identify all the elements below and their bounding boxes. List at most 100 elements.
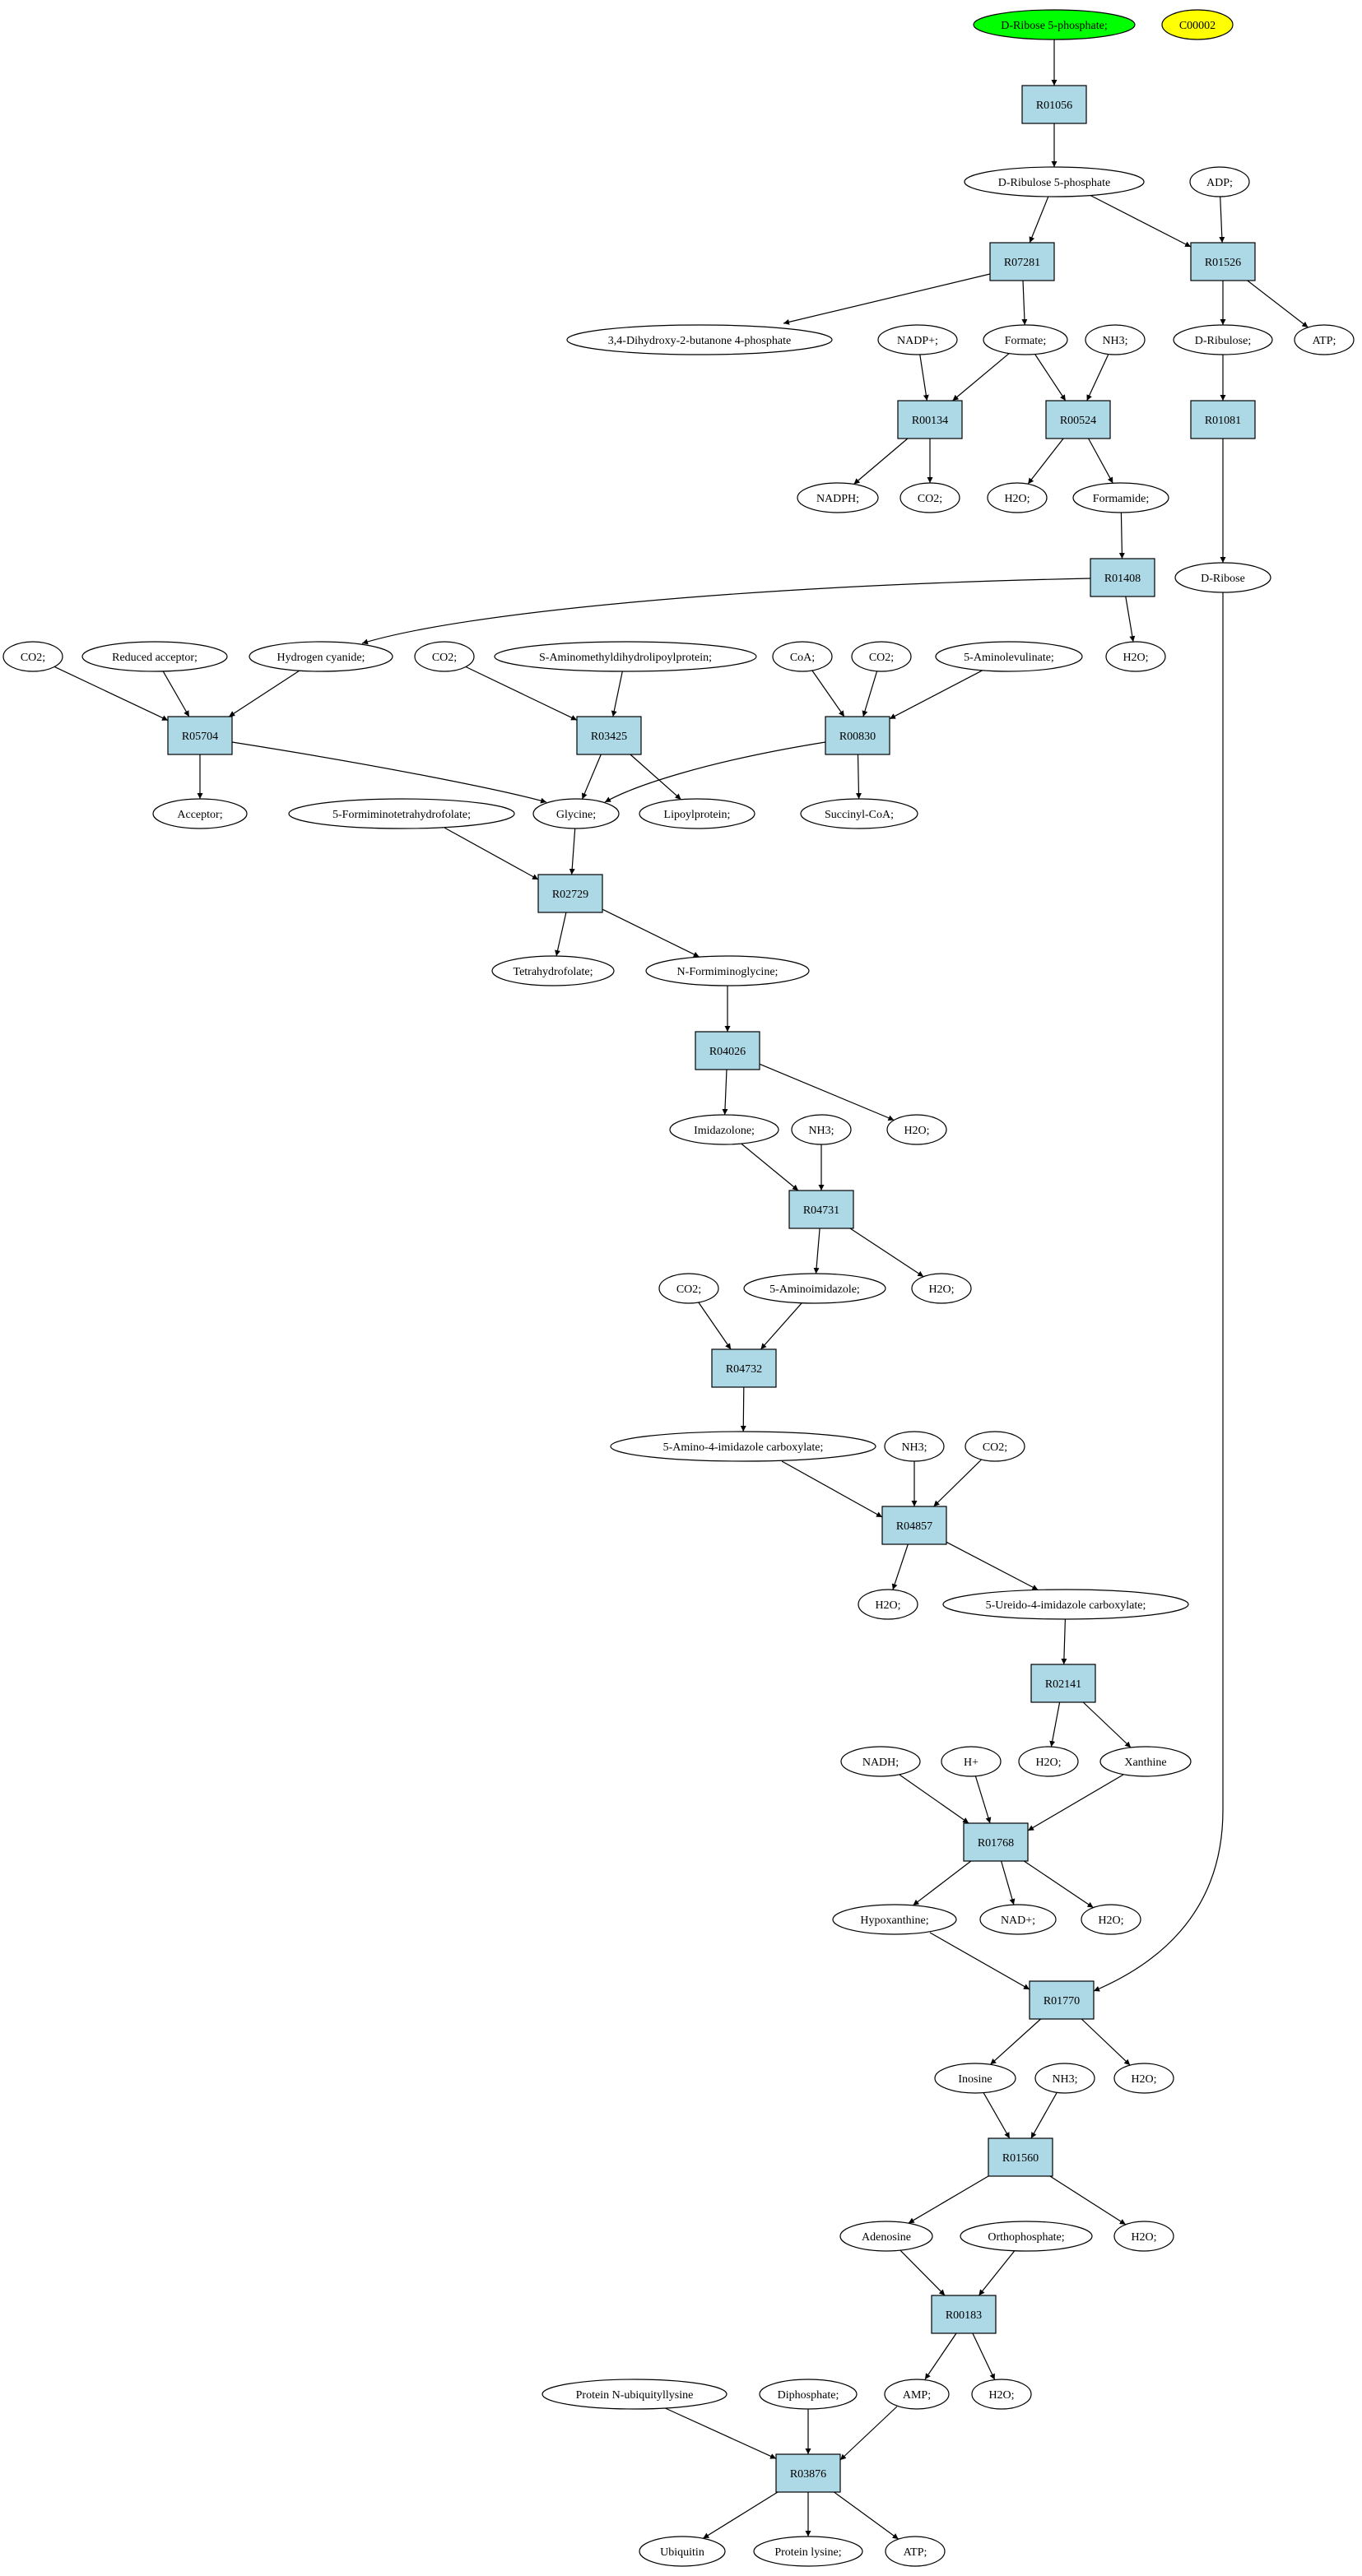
reaction-node-r_R05704[interactable]: R05704 — [167, 716, 233, 755]
reaction-node-r_R01408[interactable]: R01408 — [1090, 558, 1155, 597]
edge-r_R01560-to-n_h2o_9 — [1049, 2175, 1127, 2226]
compound-node-n_glycine[interactable]: Glycine; — [532, 798, 620, 829]
compound-node-n_aminolevulinate[interactable]: 5-Aminolevulinate; — [935, 641, 1083, 672]
edge-n_co2_5-to-r_R04732 — [698, 1302, 732, 1350]
node-label: R05704 — [182, 731, 218, 743]
compound-node-n_dihydroxy[interactable]: 3,4-Dihydroxy-2-butanone 4-phosphate — [566, 324, 833, 355]
compound-node-n_adenosine[interactable]: Adenosine — [839, 2221, 933, 2252]
compound-node-n_co2_1[interactable]: CO2; — [899, 482, 960, 513]
reaction-node-r_R04857[interactable]: R04857 — [881, 1506, 947, 1545]
compound-node-n_formamide[interactable]: Formamide; — [1072, 482, 1169, 513]
node-label: 5-Amino-4-imidazole carboxylate; — [663, 1441, 824, 1454]
compound-node-n_s_amino[interactable]: S-Aminomethyldihydrolipoylprotein; — [494, 641, 757, 672]
node-label: R04857 — [896, 1520, 932, 1533]
compound-node-n_succinyl[interactable]: Succinyl-CoA; — [800, 798, 918, 829]
reaction-node-r_R00183[interactable]: R00183 — [931, 2295, 997, 2334]
compound-node-n_lipoylprotein[interactable]: Lipoylprotein; — [639, 798, 755, 829]
compound-node-n_nformimino[interactable]: N-Formiminoglycine; — [645, 955, 810, 986]
reaction-node-r_R01770[interactable]: R01770 — [1029, 1980, 1095, 2020]
compound-node-n_imidazolone[interactable]: Imidazolone; — [669, 1114, 779, 1145]
compound-node-n_nadplus[interactable]: NAD+; — [979, 1904, 1057, 1935]
edge-r_R04857-to-n_ureido — [946, 1541, 1039, 1591]
node-label: R01081 — [1205, 415, 1241, 427]
reaction-node-r_R07281[interactable]: R07281 — [989, 242, 1055, 281]
reaction-node-r_R00134[interactable]: R00134 — [897, 400, 963, 439]
compound-node-n_thf[interactable]: Tetrahydrofolate; — [491, 955, 615, 986]
compound-node-n_d_ribulose5p[interactable]: D-Ribulose 5-phosphate — [964, 166, 1145, 197]
compound-node-n_hplus[interactable]: H+ — [941, 1746, 1002, 1777]
edge-r_R02141-to-n_h2o_6 — [1049, 1701, 1061, 1748]
compound-node-n_amp[interactable]: AMP; — [884, 2379, 950, 2410]
compound-node-n_atp_2[interactable]: ATP; — [885, 2536, 946, 2567]
compound-node-n_atp_1[interactable]: ATP; — [1294, 324, 1355, 355]
compound-node-n_nh3_4[interactable]: NH3; — [1034, 2063, 1095, 2094]
compound-node-n_co2_2[interactable]: CO2; — [2, 641, 63, 672]
compound-node-n_nadpplus[interactable]: NADP+; — [877, 324, 958, 355]
compound-node-n_aminoimidazole[interactable]: 5-Aminoimidazole; — [743, 1273, 886, 1304]
compound-node-n_orthophosphate[interactable]: Orthophosphate; — [960, 2221, 1093, 2252]
reaction-node-r_R02141[interactable]: R02141 — [1030, 1664, 1096, 1703]
compound-node-n_protein_nubq[interactable]: Protein N-ubiquityllysine — [542, 2379, 727, 2410]
reaction-node-r_R04026[interactable]: R04026 — [695, 1031, 760, 1070]
compound-node-n_h2o_8[interactable]: H2O; — [1113, 2063, 1174, 2094]
compound-node-n_d_ribulose[interactable]: D-Ribulose; — [1173, 324, 1273, 355]
node-label: R01526 — [1205, 257, 1241, 269]
compound-node-n_start[interactable]: D-Ribose 5-phosphate; — [973, 9, 1136, 40]
compound-ellipse — [566, 324, 833, 355]
reaction-node-r_R01056[interactable]: R01056 — [1021, 85, 1087, 124]
compound-node-n_nh3_3[interactable]: NH3; — [884, 1431, 945, 1462]
compound-ellipse — [1018, 1746, 1079, 1777]
compound-node-n_reduced_acceptor[interactable]: Reduced acceptor; — [81, 641, 228, 672]
compound-node-n_h2o_3[interactable]: H2O; — [886, 1114, 947, 1145]
compound-node-n_co2_3[interactable]: CO2; — [414, 641, 475, 672]
compound-node-n_d_ribose[interactable]: D-Ribose — [1174, 562, 1271, 593]
compound-ellipse — [639, 2536, 726, 2567]
reaction-node-r_R01526[interactable]: R01526 — [1190, 242, 1256, 281]
compound-node-n_acceptor[interactable]: Acceptor; — [152, 798, 248, 829]
reaction-node-r_R01560[interactable]: R01560 — [988, 2137, 1053, 2177]
compound-node-n_formate[interactable]: Formate; — [983, 324, 1068, 355]
compound-node-n_nadph[interactable]: NADPH; — [797, 482, 879, 513]
compound-node-n_coa[interactable]: CoA; — [772, 641, 833, 672]
compound-node-n_co2_5[interactable]: CO2; — [658, 1273, 719, 1304]
reaction-node-r_R01768[interactable]: R01768 — [963, 1822, 1029, 1862]
compound-node-n_h2o_10[interactable]: H2O; — [971, 2379, 1032, 2410]
reaction-node-r_R00524[interactable]: R00524 — [1045, 400, 1111, 439]
compound-node-n_ubiquitin[interactable]: Ubiquitin — [639, 2536, 726, 2567]
nodes-layer: D-Ribose 5-phosphate; C00002R01056D-Ribul… — [2, 9, 1355, 2567]
compound-node-n_forminotetra[interactable]: 5-Formiminotetrahydrofolate; — [288, 798, 515, 829]
compound-ellipse — [1085, 324, 1146, 355]
compound-node-n_nh3_1[interactable]: NH3; — [1085, 324, 1146, 355]
node-label: S-Aminomethyldihydrolipoylprotein; — [539, 652, 712, 664]
compound-node-n_nadh[interactable]: NADH; — [840, 1746, 921, 1777]
reaction-node-r_R01081[interactable]: R01081 — [1190, 400, 1256, 439]
compound-node-n_ureido[interactable]: 5-Ureido-4-imidazole carboxylate; — [942, 1589, 1189, 1620]
compound-node-n_co2_4[interactable]: CO2; — [851, 641, 912, 672]
compound-node-n_h2o_2[interactable]: H2O; — [1105, 641, 1166, 672]
compound-node-n_h2o_6[interactable]: H2O; — [1018, 1746, 1079, 1777]
compound-node-n_hcn[interactable]: Hydrogen cyanide; — [249, 641, 393, 672]
compound-node-n_h2o_1[interactable]: H2O; — [987, 482, 1048, 513]
compound-node-n_aica[interactable]: 5-Amino-4-imidazole carboxylate; — [610, 1431, 876, 1462]
reaction-node-r_R00830[interactable]: R00830 — [825, 716, 890, 755]
reaction-box — [897, 400, 963, 439]
compound-node-n_h2o_9[interactable]: H2O; — [1113, 2221, 1174, 2252]
compound-node-n_protein_lysine[interactable]: Protein lysine; — [753, 2536, 863, 2567]
compound-node-n_xanthine[interactable]: Xanthine — [1099, 1746, 1192, 1777]
compound-node-n_diphosphate[interactable]: Diphosphate; — [759, 2379, 858, 2410]
compound-node-n_h2o_4[interactable]: H2O; — [911, 1273, 972, 1304]
compound-node-n_adp[interactable]: ADP; — [1189, 166, 1250, 197]
compound-node-n_nh3_2[interactable]: NH3; — [791, 1114, 852, 1145]
reaction-node-r_R04732[interactable]: R04732 — [711, 1348, 777, 1388]
compound-ellipse — [1113, 2063, 1174, 2094]
compound-node-n_co2_6[interactable]: CO2; — [965, 1431, 1025, 1462]
reaction-node-r_R03425[interactable]: R03425 — [576, 716, 642, 755]
reaction-node-r_R04731[interactable]: R04731 — [788, 1190, 854, 1229]
reaction-node-r_R02729[interactable]: R02729 — [537, 874, 603, 913]
reaction-node-r_R03876[interactable]: R03876 — [775, 2453, 841, 2493]
compound-node-n_h2o_5[interactable]: H2O; — [858, 1589, 918, 1620]
compound-node-n_c00002[interactable]: C00002 — [1161, 9, 1234, 40]
compound-node-n_h2o_7[interactable]: H2O; — [1081, 1904, 1141, 1935]
compound-node-n_hypoxanthine[interactable]: Hypoxanthine; — [832, 1904, 957, 1935]
compound-node-n_inosine[interactable]: Inosine — [934, 2063, 1016, 2094]
